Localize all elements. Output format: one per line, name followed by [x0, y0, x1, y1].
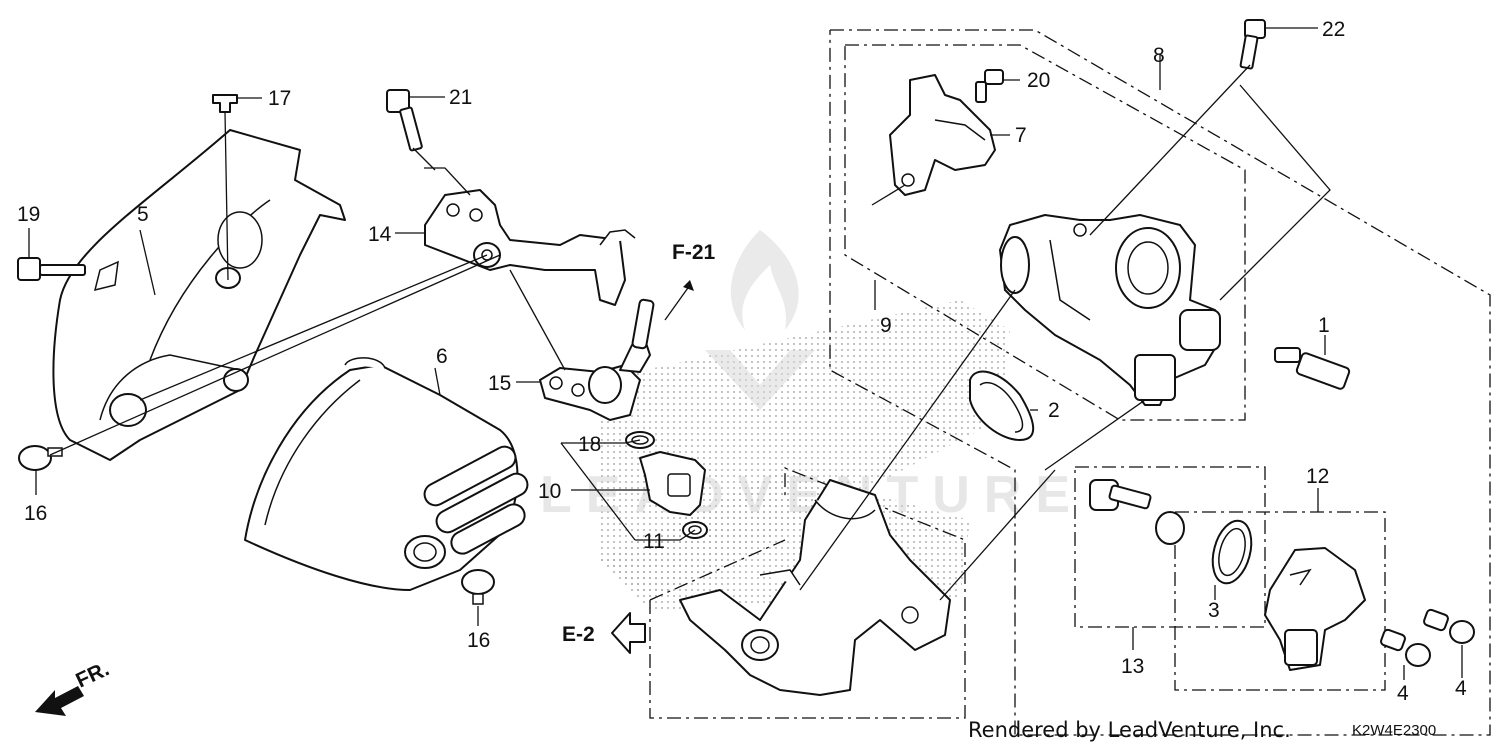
- part-3-o-ring[interactable]: [1206, 516, 1257, 587]
- frame-e2: [649, 539, 786, 601]
- part-21-bolt[interactable]: [386, 89, 423, 152]
- callout-labels: 1 2 3 4 4 5 6 7 8 9 10 11 12 13 14 15 16…: [17, 18, 1467, 705]
- part-7-tps-sensor[interactable]: [889, 74, 996, 196]
- callout-13: 13: [1121, 655, 1144, 678]
- callout-20: 20: [1027, 69, 1050, 92]
- part-17-clip[interactable]: [212, 94, 238, 113]
- rendered-by-credit: Rendered by LeadVenture, Inc.: [968, 718, 1291, 742]
- callout-10: 10: [538, 480, 561, 503]
- callout-8: 8: [1153, 44, 1165, 67]
- callout-4a: 4: [1397, 682, 1409, 705]
- part-5-cover[interactable]: [52, 129, 346, 461]
- frame-bracket: [649, 467, 966, 719]
- callout-9: 9: [880, 314, 892, 337]
- callout-4b: 4: [1455, 677, 1467, 700]
- assembly-frames: [649, 29, 1491, 736]
- part-14-bracket[interactable]: [424, 189, 636, 306]
- callout-12: 12: [1306, 465, 1329, 488]
- callout-16a: 16: [24, 502, 47, 525]
- front-direction-arrow: [35, 686, 84, 716]
- callout-6: 6: [436, 345, 448, 368]
- leadventure-flame-logo: [705, 230, 815, 410]
- callout-15: 15: [488, 372, 511, 395]
- e2-reference-arrow: [611, 612, 646, 654]
- part-6-heat-shield[interactable]: [244, 357, 531, 591]
- frame-12: [1174, 511, 1386, 691]
- part-1-screw[interactable]: [1274, 347, 1351, 390]
- part-22-bolt[interactable]: [1239, 19, 1266, 70]
- part-2-gasket[interactable]: [969, 370, 1035, 441]
- callout-17: 17: [268, 87, 291, 110]
- part-15-sensor[interactable]: [539, 298, 655, 421]
- callout-7: 7: [1015, 124, 1027, 147]
- callout-2: 2: [1048, 399, 1060, 422]
- leader-lines: [28, 27, 1463, 680]
- part-16-bolt-b[interactable]: [461, 569, 495, 605]
- part-8-throttle-body[interactable]: [999, 214, 1221, 406]
- diagram-code: K2W4E2300: [1352, 722, 1437, 739]
- callout-1: 1: [1318, 314, 1330, 337]
- part-4-screw-b[interactable]: [1423, 608, 1475, 644]
- part-16-bolt-a[interactable]: [18, 445, 63, 471]
- part-10-injector[interactable]: [625, 431, 708, 539]
- frame-8: [829, 29, 1491, 736]
- callout-11: 11: [643, 530, 665, 553]
- callout-16b: 16: [467, 629, 490, 652]
- part-13-valve[interactable]: [1089, 479, 1185, 545]
- manifold-bracket[interactable]: [679, 479, 951, 696]
- callout-5: 5: [137, 203, 149, 226]
- callout-18: 18: [578, 433, 601, 456]
- callout-19: 19: [17, 203, 40, 226]
- callout-21: 21: [449, 86, 472, 109]
- ref-f21: F-21: [672, 241, 716, 264]
- callout-22: 22: [1322, 18, 1345, 41]
- part-20-screw[interactable]: [975, 69, 1004, 103]
- ref-e2: E-2: [562, 623, 595, 646]
- callout-14: 14: [368, 223, 392, 246]
- part-4-screw-a[interactable]: [1380, 628, 1431, 667]
- part-12-idle-air-control-valve[interactable]: [1264, 547, 1366, 671]
- callout-3: 3: [1208, 599, 1220, 622]
- frame-9: [844, 44, 1246, 421]
